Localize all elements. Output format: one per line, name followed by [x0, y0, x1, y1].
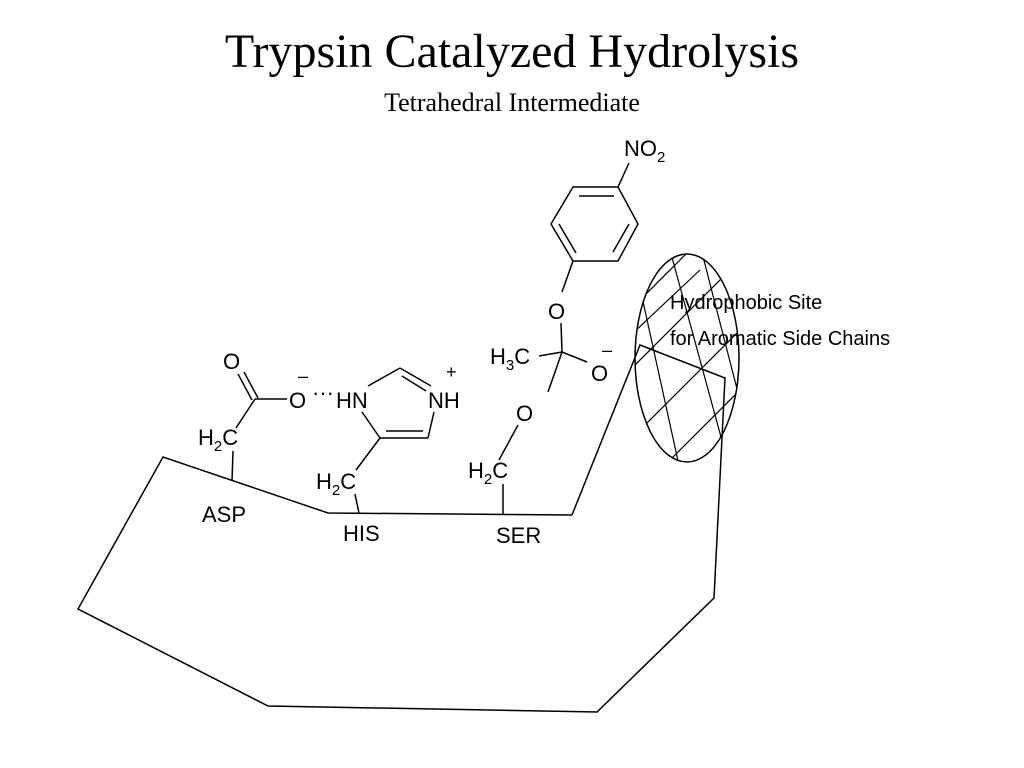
alkoxide-oxygen: O [591, 361, 608, 386]
methyl-group-label: H3C [490, 344, 530, 374]
slide-subtitle: Tetrahedral Intermediate [384, 88, 640, 117]
hatch-line [635, 269, 701, 351]
nitro-group-label: NO2 [624, 136, 665, 166]
site-label-line1: Hydrophobic Site [670, 292, 822, 314]
enzyme-outline [76, 344, 726, 713]
hydrophobic-pocket [634, 253, 740, 463]
asp-carbonyl-oxygen: O [223, 349, 240, 374]
residue-label-asp: ASP [202, 502, 246, 527]
hatch-line [635, 319, 739, 441]
his-charge: + [446, 362, 457, 382]
hatch-line [635, 254, 701, 321]
ester-oxygen: O [548, 299, 565, 324]
serine-side-chain: H2C [468, 458, 508, 514]
substrate: NO2 O H3C O – O [490, 136, 665, 461]
his-ch2-label: H2C [316, 469, 356, 499]
hatch-line [669, 254, 731, 462]
residue-label-his: HIS [343, 521, 380, 546]
alkoxide-charge: – [602, 340, 612, 360]
residue-label-ser: SER [496, 523, 541, 548]
his-nh-label: NH [428, 388, 460, 413]
aspartate-side-chain: O O – ··· H2C [198, 349, 334, 482]
benzene-ring [550, 186, 639, 262]
histidine-side-chain: HN NH + H2C [316, 362, 460, 514]
hatch-line [635, 259, 739, 381]
asp-charge: – [298, 366, 308, 386]
asp-carboxylate-oxygen: O [289, 388, 306, 413]
hydrogen-bond: ··· [312, 380, 334, 405]
asp-ch2-label: H2C [198, 425, 238, 455]
site-label-line2: for Aromatic Side Chains [670, 328, 890, 350]
his-hn-label: HN [336, 388, 368, 413]
hatch-line [659, 379, 739, 462]
serine-oxygen: O [516, 401, 533, 426]
serine-ch2-label: H2C [468, 458, 508, 488]
slide-title: Trypsin Catalyzed Hydrolysis [224, 25, 800, 78]
